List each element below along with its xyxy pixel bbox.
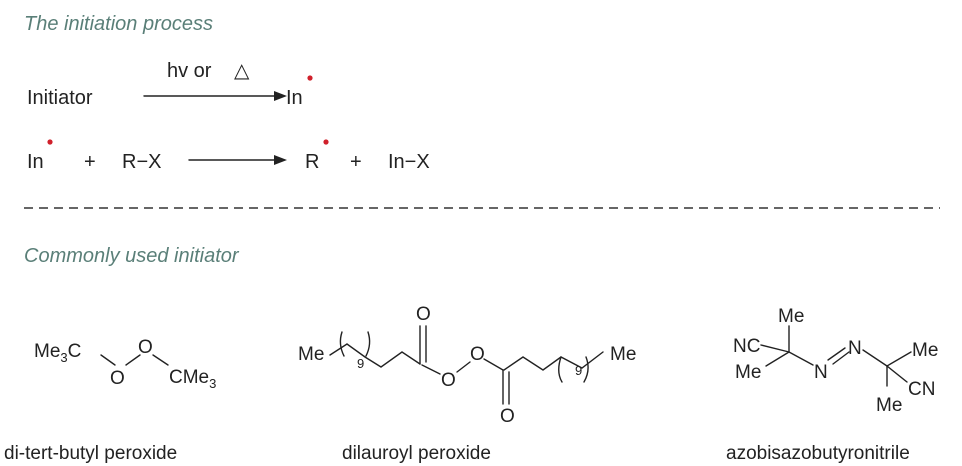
aibn-me-left: Me xyxy=(735,362,761,383)
initiator-radical-reactant: In xyxy=(27,151,44,173)
radical-dot-3 xyxy=(323,139,329,145)
lauroyl-peroxide-o1: O xyxy=(441,370,456,391)
lauroyl-me-left: Me xyxy=(298,344,324,365)
reaction-arrow-2 xyxy=(188,155,287,165)
aibn-name: azobisazobutyronitrile xyxy=(726,443,910,464)
initiator-halide-product: In−X xyxy=(388,151,430,173)
aibn-structure: NC Me Me N N Me CN Me xyxy=(733,306,938,416)
aibn-cn-right: CN xyxy=(908,379,935,400)
aibn-nc-left: NC xyxy=(733,336,760,357)
dtbp-oxygen-2: O xyxy=(138,337,153,358)
lauroyl-carbonyl-o-top: O xyxy=(416,304,431,325)
lauroyl-name: dilauroyl peroxide xyxy=(342,443,491,464)
aibn-me-top: Me xyxy=(778,306,804,327)
initiator-radical-product: In xyxy=(286,87,303,109)
lauroyl-carbonyl-o-bottom: O xyxy=(500,406,515,427)
substrate-rx: R−X xyxy=(122,151,161,173)
initiator-label: Initiator xyxy=(27,87,93,109)
alkyl-radical-product: R xyxy=(305,151,319,173)
condition-label: hv or xyxy=(167,60,212,82)
aibn-nitrogen-2: N xyxy=(848,338,862,359)
dtbp-left-group: Me3C xyxy=(34,341,81,365)
aibn-me-right: Me xyxy=(912,340,938,361)
lauroyl-peroxide-o2: O xyxy=(470,344,485,365)
radical-dot-1 xyxy=(307,75,313,81)
dtbp-structure: Me3C O O CMe3 xyxy=(34,337,216,391)
radical-dot-2 xyxy=(47,139,53,145)
initiators-heading: Commonly used initiator xyxy=(24,245,240,267)
initiation-heading: The initiation process xyxy=(24,13,213,35)
plus-sign-1: + xyxy=(84,151,96,173)
aibn-me-bottom: Me xyxy=(876,395,902,416)
lauroyl-me-right: Me xyxy=(610,344,636,365)
aibn-nitrogen-1: N xyxy=(814,362,828,383)
dtbp-name: di-tert-butyl peroxide xyxy=(4,443,177,464)
plus-sign-2: + xyxy=(350,151,362,173)
lauroyl-repeat-left: 9 xyxy=(357,356,364,371)
lauroyl-structure: Me 9 O O O O 9 Me xyxy=(298,304,636,427)
dtbp-right-group: CMe3 xyxy=(169,367,216,391)
heat-symbol: △ xyxy=(234,60,250,82)
reaction-arrow-1 xyxy=(143,91,287,101)
dtbp-oxygen-1: O xyxy=(110,368,125,389)
lauroyl-repeat-right: 9 xyxy=(575,363,582,378)
